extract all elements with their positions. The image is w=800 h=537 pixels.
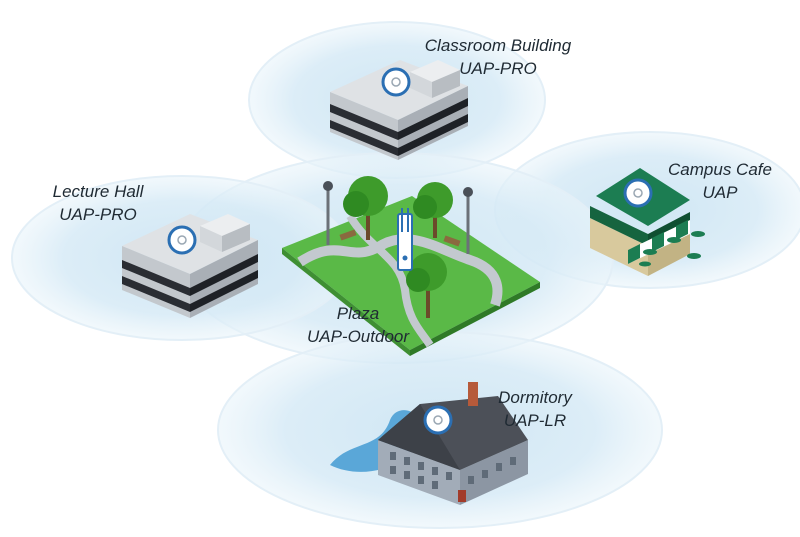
tree-icon (413, 182, 453, 238)
dormitory-building (330, 382, 528, 505)
device-model: UAP-PRO (59, 205, 137, 224)
device-model: UAP (702, 183, 738, 202)
site-name: Plaza (336, 304, 380, 323)
site-name: Classroom Building (424, 36, 572, 55)
label-lecture-hall: Lecture Hall UAP-PRO (28, 180, 168, 226)
classroom-building (330, 60, 468, 160)
ap-cafe-icon (623, 178, 653, 208)
device-model: UAP-LR (503, 411, 567, 430)
plaza-park (282, 176, 540, 356)
device-model: UAP-PRO (459, 59, 537, 78)
cafe-tables (639, 231, 705, 267)
outdoor-ap-icon (397, 208, 413, 271)
ap-classroom-icon (381, 67, 411, 97)
ap-lecture-icon (167, 225, 197, 255)
lecture-hall-building (122, 214, 258, 318)
ap-dorm-icon (423, 405, 453, 435)
label-classroom-building: Classroom Building UAP-PRO (408, 34, 588, 80)
tree-icon (343, 176, 388, 240)
label-dormitory: Dormitory UAP-LR (480, 386, 590, 432)
tree-icon (406, 253, 447, 318)
label-campus-cafe: Campus Cafe UAP (660, 158, 780, 204)
label-plaza: Plaza UAP-Outdoor (298, 302, 418, 348)
device-model: UAP-Outdoor (306, 327, 410, 346)
site-name: Lecture Hall (52, 182, 144, 201)
site-name: Dormitory (498, 388, 572, 407)
campus-cafe-building (590, 168, 705, 276)
site-name: Campus Cafe (668, 160, 772, 179)
